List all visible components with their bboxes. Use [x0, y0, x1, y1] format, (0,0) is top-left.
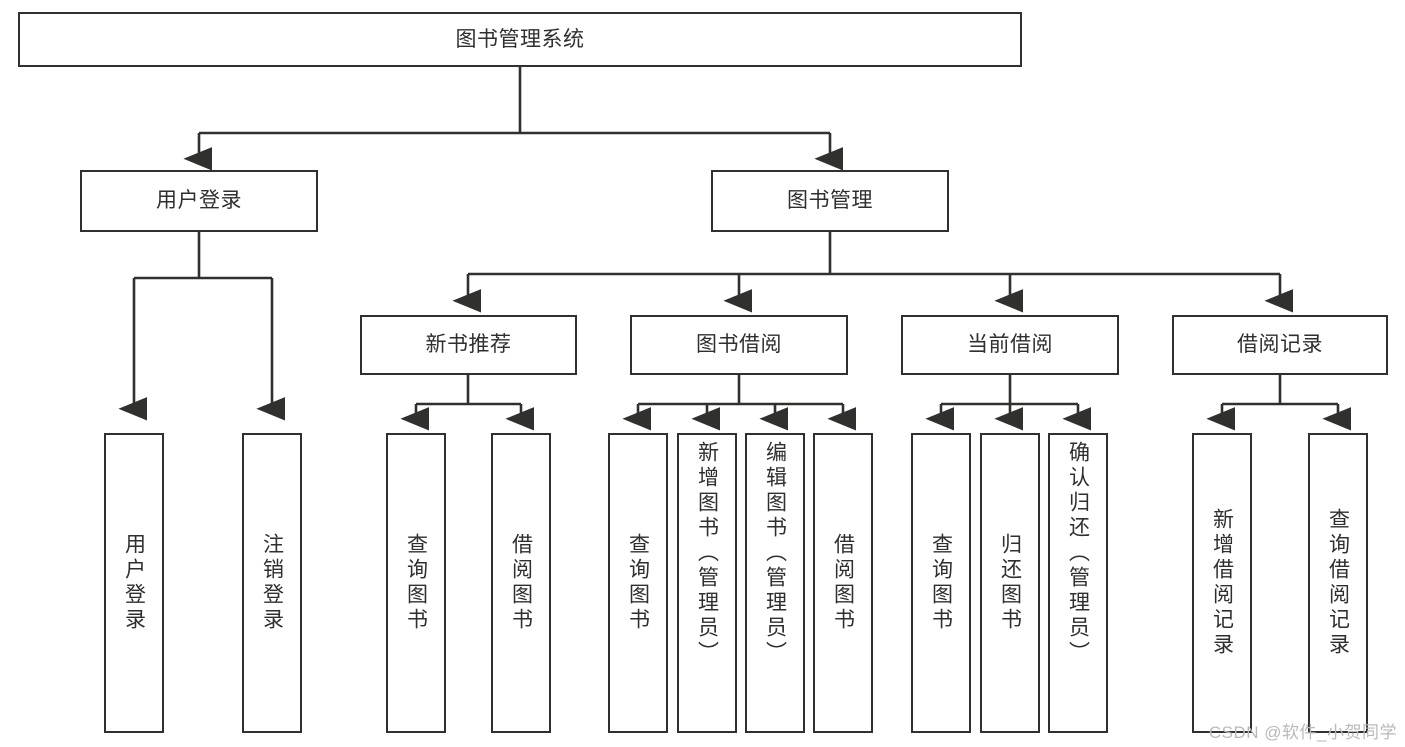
leaf-book-borrow-borrow-books[interactable]: 借阅图书	[813, 433, 873, 733]
leaf-new-book-query-books[interactable]: 查询图书	[386, 433, 446, 733]
node-label: 查询图书	[929, 533, 953, 633]
leaf-user-login-logout[interactable]: 注销登录	[242, 433, 302, 733]
leaf-borrow-record-query-record[interactable]: 查询借阅记录	[1308, 433, 1368, 733]
node-label: 确认归还（管理员）	[1066, 441, 1090, 666]
leaf-current-borrow-return-books[interactable]: 归还图书	[980, 433, 1040, 733]
node-label: 查询图书	[404, 533, 428, 633]
leaf-current-borrow-query-books[interactable]: 查询图书	[911, 433, 971, 733]
node-user-login[interactable]: 用户登录	[80, 170, 318, 232]
node-label: 归还图书	[998, 533, 1022, 633]
leaf-borrow-record-add-record[interactable]: 新增借阅记录	[1192, 433, 1252, 733]
node-label: 查询图书	[626, 533, 650, 633]
node-book-borrow[interactable]: 图书借阅	[630, 315, 848, 375]
node-label: 借阅图书	[831, 533, 855, 633]
node-label: 新书推荐	[425, 333, 512, 357]
leaf-current-borrow-confirm-return-admin[interactable]: 确认归还（管理员）	[1048, 433, 1108, 733]
node-label: 用户登录	[156, 189, 242, 213]
leaf-book-borrow-edit-book-admin[interactable]: 编辑图书（管理员）	[745, 433, 805, 733]
leaf-book-borrow-add-book-admin[interactable]: 新增图书（管理员）	[677, 433, 737, 733]
node-new-book-recommendation[interactable]: 新书推荐	[360, 315, 577, 375]
leaf-new-book-borrow-books[interactable]: 借阅图书	[491, 433, 551, 733]
node-root-book-management-system[interactable]: 图书管理系统	[18, 12, 1022, 67]
leaf-book-borrow-query-books[interactable]: 查询图书	[608, 433, 668, 733]
node-label: 新增借阅记录	[1210, 508, 1234, 658]
node-label: 借阅记录	[1237, 333, 1323, 357]
node-current-borrow[interactable]: 当前借阅	[901, 315, 1119, 375]
node-borrow-record[interactable]: 借阅记录	[1172, 315, 1388, 375]
node-label: 注销登录	[260, 533, 284, 633]
node-label: 新增图书（管理员）	[695, 441, 719, 666]
node-label: 图书管理系统	[455, 27, 585, 51]
node-book-management[interactable]: 图书管理	[711, 170, 949, 232]
node-label: 查询借阅记录	[1326, 508, 1350, 658]
node-label: 编辑图书（管理员）	[763, 441, 787, 666]
node-label: 当前借阅	[967, 333, 1053, 357]
node-label: 用户登录	[122, 533, 146, 633]
leaf-user-login-login[interactable]: 用户登录	[104, 433, 164, 733]
node-label: 借阅图书	[509, 533, 533, 633]
node-label: 图书借阅	[696, 333, 782, 357]
watermark-text: CSDN @软件_小贺同学	[1208, 723, 1397, 742]
node-label: 图书管理	[787, 189, 873, 213]
